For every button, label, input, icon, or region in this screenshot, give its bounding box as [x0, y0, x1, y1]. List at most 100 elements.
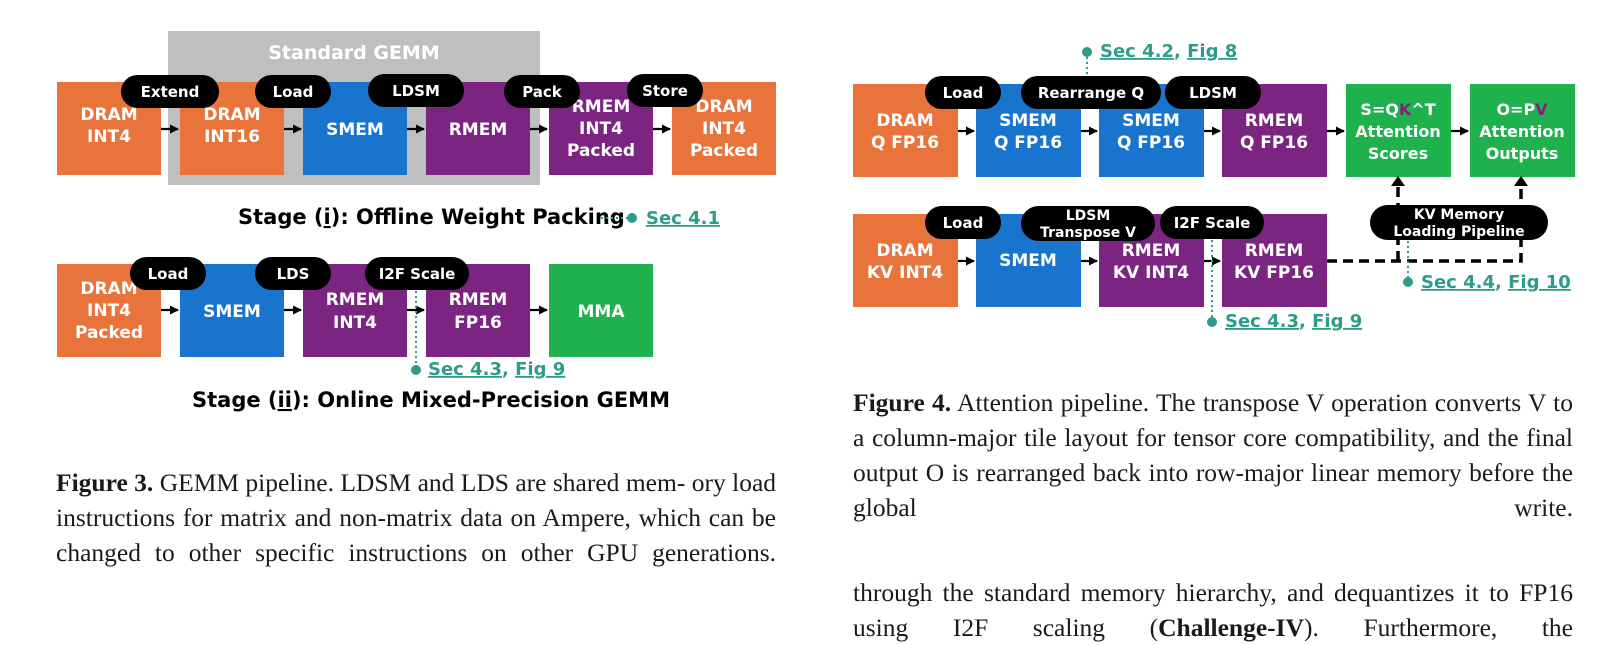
q-row-pills: Load Rearrange Q LDSM [925, 76, 1261, 109]
outputs-box-l2: Attention [1479, 122, 1564, 141]
kv-pill-i2f-label: I2F Scale [1174, 214, 1251, 232]
outputs-box-l3: Outputs [1486, 144, 1559, 163]
f4-link44-fig[interactable]: Fig 10 [1508, 272, 1571, 293]
s1-pill-extend [121, 75, 219, 108]
s2-box-rmem-int4-l2: INT4 [333, 313, 377, 333]
q-box-dram-l2: Q FP16 [871, 133, 939, 153]
s2-box-mma [549, 264, 653, 357]
scores-box-l2: Attention [1355, 122, 1440, 141]
f4-top-link-fig8[interactable]: Fig 8 [1187, 41, 1237, 62]
stage1-pills: Extend Load LDSM Pack Store [121, 74, 703, 108]
q-box-smem-2-l1: SMEM [1122, 111, 1180, 131]
s2-pill-load [130, 257, 206, 290]
s1-box-dram-int4-l2: INT4 [87, 127, 131, 147]
kv-pipeline-pill [1370, 205, 1548, 240]
figure4-caption-line3: compatibility, and the final output O is… [853, 423, 1573, 487]
f4-top-link-dot [1082, 47, 1092, 57]
q-box-rmem-l1: RMEM [1245, 111, 1304, 131]
s2-link-dot [411, 365, 421, 375]
figure4-caption-line2: converts V to a column-major tile layout… [853, 388, 1573, 452]
s1-box-rmem-int4-packed-l1: RMEM [572, 97, 631, 117]
q-box-rmem-l2: Q FP16 [1240, 133, 1308, 153]
q-pill-rearrange-label: Rearrange Q [1038, 84, 1144, 102]
s1-box-dram-int4-packed-l1: DRAM [695, 97, 752, 117]
scores-box-l3: Scores [1368, 144, 1428, 163]
stage1-link-dot [627, 213, 637, 223]
kv-pipeline-l1: KV Memory [1414, 207, 1504, 223]
figure4-caption-lead: Figure 4. [853, 388, 952, 417]
kv-row-pills: Load LDSM Transpose V I2F Scale [925, 206, 1264, 241]
figure3-caption-line2: ory load instructions for matrix and non… [56, 468, 777, 532]
figure4-caption-line1: Attention pipeline. The transpose V oper… [957, 388, 1428, 417]
stage2-pills: Load LDS I2F Scale [130, 257, 469, 290]
kv-box-rmem-int4-l2: KV INT4 [1113, 263, 1189, 283]
q-box-smem-1-l1: SMEM [999, 111, 1057, 131]
s2-box-rmem-fp16-l1: RMEM [449, 290, 508, 310]
s1-pill-pack-label: Pack [522, 83, 563, 101]
s2-link-sec43[interactable]: Sec 4.3 [428, 359, 502, 380]
figure4-diagram: Sec 4.2, Fig 8 DRAM Q FP16 SMEM Q FP16 S… [853, 41, 1575, 332]
s1-pill-ldsm [368, 74, 464, 107]
s2-box-dram-l2: INT4 [87, 301, 131, 321]
s2-link-text: Sec 4.3, Fig 9 [428, 359, 565, 380]
s1-box-dram-int16-l1: DRAM [203, 105, 260, 125]
stage1-label: Stage (i): Offline Weight Packing [238, 205, 625, 229]
s1-pill-ldsm-label: LDSM [392, 82, 440, 100]
kv-box-rmem-fp16-l2: KV FP16 [1234, 263, 1314, 283]
scores-box-l1: S=QK^T [1360, 100, 1435, 119]
s2-link-fig9[interactable]: Fig 9 [515, 359, 565, 380]
kv-arrowhead-outputs [1514, 176, 1528, 186]
f4-top-link-sec42[interactable]: Sec 4.2 [1100, 41, 1174, 62]
figure4-caption: Figure 4. Attention pipeline. The transp… [853, 385, 1573, 525]
figure3-caption-lead: Figure 3. [56, 468, 154, 497]
kv-box-rmem-int4-l1: RMEM [1122, 241, 1181, 261]
q-pill-rearrange [1021, 76, 1161, 109]
body-paragraph: through the standard memory hierarchy, a… [853, 575, 1573, 645]
kv-pill-transpose-label: Transpose V [1040, 225, 1136, 241]
s1-pill-load-label: Load [273, 83, 314, 101]
s1-box-rmem-l1: RMEM [449, 120, 508, 140]
s1-box-smem-l1: SMEM [326, 120, 384, 140]
kv-box-rmem-fp16-l1: RMEM [1245, 241, 1304, 261]
body-line1: through the standard memory hierarchy, a… [853, 578, 1479, 607]
s2-box-rmem-int4-l1: RMEM [326, 290, 385, 310]
body-line2b: ). Furthermore, the [1304, 613, 1573, 642]
s1-box-dram-int16-l2: INT16 [204, 127, 260, 147]
q-box-dram-l1: DRAM [876, 111, 933, 131]
s1-box-rmem-int4-packed-l2: INT4 [579, 119, 623, 139]
q-pill-ldsm-label: LDSM [1189, 84, 1237, 102]
f4-top-link-text: Sec 4.2, Fig 8 [1100, 41, 1237, 62]
kv-arrowhead-scores [1391, 176, 1405, 186]
s2-box-smem-l1: SMEM [203, 302, 261, 322]
kv-pill-ldsm-label: LDSM [1066, 208, 1111, 224]
scores-box [1346, 84, 1451, 177]
s1-pill-extend-label: Extend [141, 83, 200, 101]
kv-pill-load [925, 206, 1001, 239]
f4-link44-dot [1403, 277, 1413, 287]
q-pill-ldsm [1165, 76, 1261, 109]
outputs-box-l1: O=PV [1496, 100, 1548, 119]
figure4-caption-line4: row-major linear memory before the globa… [853, 458, 1574, 522]
figure3-diagram: Standard GEMM DRAM INT4 DRAM INT16 SMEM … [57, 31, 776, 412]
kv-pipeline-arrowheads [1391, 176, 1528, 186]
f4-link44-sec[interactable]: Sec 4.4 [1421, 272, 1495, 293]
figure3-caption-line4: on other GPU generations. [481, 538, 777, 567]
s1-pill-store [627, 74, 703, 107]
stage1-link-sec41[interactable]: Sec 4.1 [646, 208, 720, 229]
f4-link43-text: Sec 4.3, Fig 9 [1225, 311, 1362, 332]
q-pill-load [925, 76, 1001, 109]
standard-gemm-label: Standard GEMM [268, 42, 440, 64]
figure3-caption-line3: Ampere, which can be changed to other sp… [56, 503, 777, 567]
f4-link43-fig[interactable]: Fig 9 [1312, 311, 1362, 332]
kv-pill-load-label: Load [943, 214, 984, 232]
s2-pill-load-label: Load [148, 265, 189, 283]
q-box-smem-2-l2: Q FP16 [1117, 133, 1185, 153]
kv-pill-ldsm-transpose [1021, 206, 1155, 241]
kv-pill-i2f [1160, 206, 1264, 239]
kv-row-boxes: DRAM KV INT4 SMEM RMEM KV INT4 RMEM KV F… [853, 214, 1327, 307]
stage2-label: Stage (ii): Online Mixed-Precision GEMM [192, 388, 670, 412]
s2-pill-i2f [365, 257, 469, 290]
s2-pill-i2f-label: I2F Scale [379, 265, 456, 283]
f4-link43-sec[interactable]: Sec 4.3 [1225, 311, 1299, 332]
f4-link44-text: Sec 4.4, Fig 10 [1421, 272, 1571, 293]
